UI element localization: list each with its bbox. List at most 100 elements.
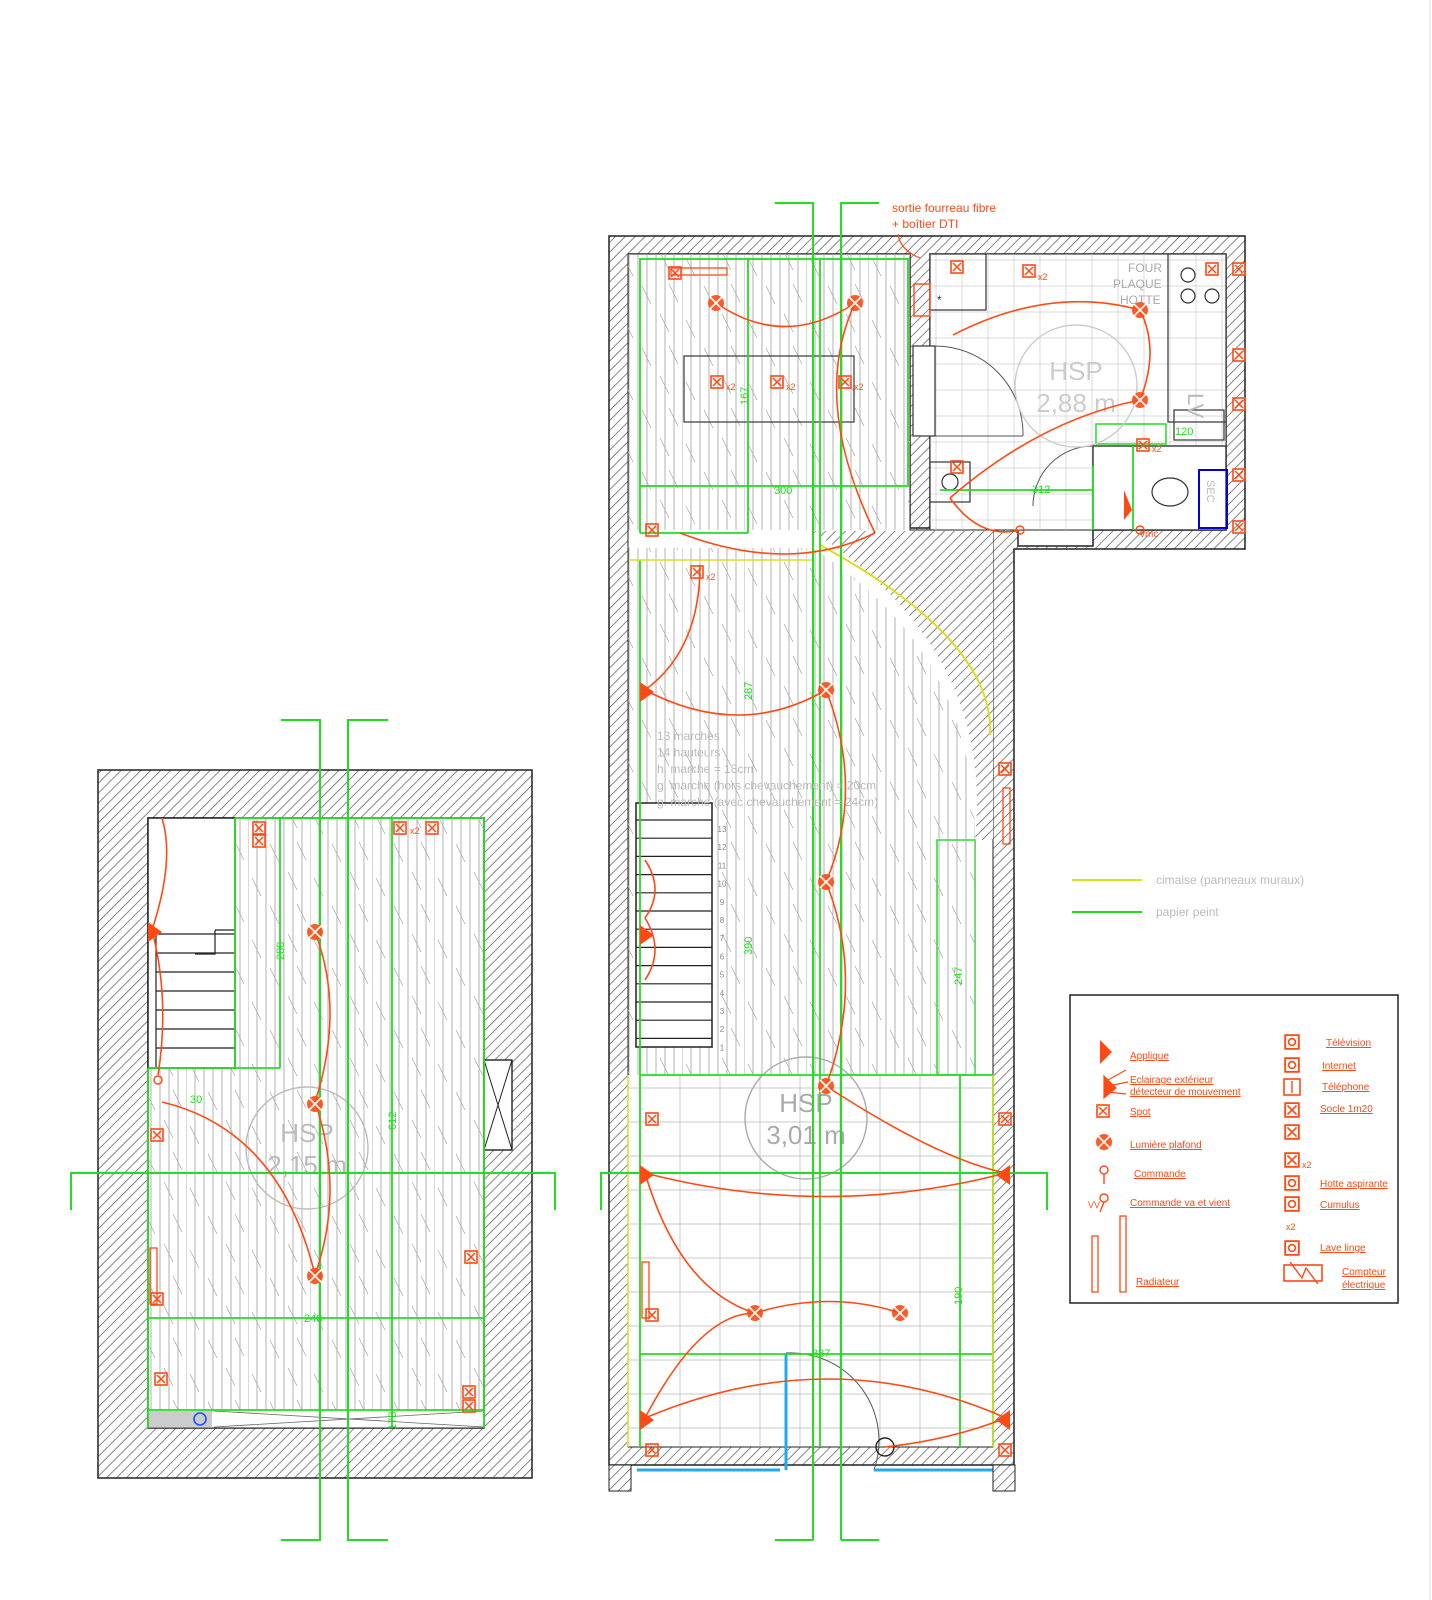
telephone-icon	[1283, 1078, 1301, 1096]
ceiling-light-icon	[306, 1095, 324, 1113]
legend-hood: Hotte aspirante	[1320, 1179, 1388, 1190]
stair-number: 7	[720, 934, 725, 943]
papier-peint-legend-label: papier peint	[1156, 905, 1219, 919]
cimaise-legend-label: cimaise (panneaux muraux)	[1156, 873, 1304, 887]
ceiling-light-icon	[306, 923, 324, 941]
dim-u248: 248	[304, 1313, 322, 1325]
multiplier-label: x2	[1152, 444, 1162, 454]
upper-hsp-value: 2,15 m	[267, 1150, 347, 1180]
dim-u178: 178	[387, 1412, 399, 1430]
sconce-icon	[640, 1410, 654, 1430]
line-legend: cimaise (panneaux muraux) papier peint	[1072, 873, 1304, 919]
stairs-note-line: 14 hauteurs	[657, 746, 720, 760]
legend-socket-1m20: Socle 1m20	[1320, 1104, 1373, 1115]
radiator-icon	[1091, 1235, 1099, 1293]
dim-120: 120	[1175, 426, 1193, 438]
curved-wall-fill	[812, 531, 993, 840]
dim-390: 390	[743, 937, 755, 955]
ceiling-light-icon	[707, 294, 725, 312]
upper-hsp-label: HSP	[280, 1118, 333, 1148]
legend-washing-machine: Lave linge	[1320, 1243, 1366, 1254]
upper-staircase	[155, 929, 235, 1068]
dim-287: 287	[743, 682, 755, 700]
ceiling-light-icon	[817, 873, 835, 891]
radiator-icon	[670, 267, 728, 276]
sconce-icon	[1124, 490, 1132, 520]
ceiling-light-icon	[1131, 301, 1149, 319]
stairs-note-line: 13 marches	[657, 729, 720, 743]
switch-icon	[153, 1075, 163, 1085]
legend-two-way-switch: Commande va et vient	[1130, 1198, 1230, 1209]
ceiling-light-icon	[1131, 391, 1149, 409]
stair-number: 8	[720, 916, 725, 925]
dim-190: 190	[953, 1287, 965, 1305]
appliance-four: FOUR	[1128, 261, 1162, 275]
legend-ceiling-light: Lumière plafond	[1130, 1140, 1202, 1151]
stair-number: 5	[720, 971, 725, 980]
stairs-note: 13 marches 14 hauteurs h. marche = 18cm g. …	[657, 729, 878, 809]
radiator-icon	[1002, 787, 1011, 845]
dim-312: 312	[1032, 484, 1050, 496]
stair-number: 6	[720, 952, 725, 961]
legend-switch: Commande	[1134, 1169, 1186, 1180]
stair-number: 9	[720, 898, 725, 907]
stair-number: 2	[720, 1025, 725, 1034]
stair-number: 3	[720, 1007, 725, 1016]
electrical-symbols-main: vmc x2 x2 x2 x2 x2 x2	[640, 260, 1246, 1457]
legend-meter: Compteur	[1342, 1267, 1387, 1278]
multiplier-label: x2	[410, 826, 420, 836]
stair-number: 4	[720, 989, 725, 998]
lv-label: LV	[1183, 393, 1208, 419]
sconce-icon	[996, 1410, 1010, 1430]
switch-icon	[1015, 525, 1025, 535]
curved-wall-cimaise	[819, 544, 992, 736]
kitchen-hsp-value: 2,88 m	[1036, 388, 1116, 418]
upper-stair-void	[147, 817, 236, 1069]
legend-motion-detector: détecteur de mouvement	[1130, 1087, 1241, 1098]
dim-247: 247	[953, 967, 965, 985]
ceiling-light-icon	[1095, 1133, 1113, 1151]
electrical-wiring	[644, 300, 1151, 1448]
legend-exterior-light: Eclairage extérieur	[1130, 1075, 1214, 1086]
x2-label: x2	[1286, 1222, 1296, 1232]
fiber-note-2: + boîtier DTI	[892, 217, 958, 231]
ceiling-light-icon	[817, 1077, 835, 1095]
dim-u612: 612	[387, 1112, 399, 1130]
x2-label: x2	[1302, 1160, 1312, 1170]
electric-meter-icon	[1283, 1261, 1323, 1285]
ceiling-light-icon	[817, 681, 835, 699]
legend-telephone: Téléphone	[1322, 1082, 1370, 1093]
front-door	[608, 1352, 1016, 1492]
switch-icon	[1135, 525, 1145, 535]
upper-drain-icon	[193, 1412, 207, 1426]
fiber-note-1: sortie fourreau fibre	[892, 201, 996, 215]
svg-text:*: *	[937, 293, 942, 307]
switch-icon	[1099, 1165, 1109, 1184]
table	[683, 355, 855, 423]
upper-window-cross	[483, 1059, 513, 1151]
upper-axis-lines	[70, 719, 556, 1541]
sec-label: SEC	[1204, 480, 1216, 503]
radiator-icon	[1119, 1215, 1127, 1293]
stairs-note-line: h. marche = 18cm	[657, 762, 753, 776]
sconce-icon	[148, 922, 162, 942]
legend-applique: Applique	[1130, 1051, 1169, 1062]
stairs-note-line: g. marche (avec chevauchement = 24cm)	[657, 795, 878, 809]
multiplier-label: x2	[1038, 272, 1048, 282]
upper-electrical-symbols: x2	[148, 821, 478, 1413]
ceiling-light-icon	[306, 1267, 324, 1285]
upper-hsp-circle	[245, 1086, 369, 1210]
upper-wiring	[151, 817, 331, 1276]
kitchen-hsp-label: HSP	[1049, 356, 1102, 386]
legend-meter-2: électrique	[1342, 1280, 1386, 1291]
stair-number: 10	[718, 880, 727, 889]
multiplier-label: x2	[786, 382, 796, 392]
applique-icon	[1100, 1040, 1112, 1064]
legend-radiator: Radiateur	[1136, 1277, 1180, 1288]
papier-peint-lines	[639, 258, 1134, 1447]
legend-water-heater: Cumulus	[1320, 1200, 1359, 1211]
legend-internet: Internet	[1322, 1061, 1356, 1072]
ceiling-light-icon	[746, 1304, 764, 1322]
appliance-hotte: HOTTE	[1120, 293, 1161, 307]
